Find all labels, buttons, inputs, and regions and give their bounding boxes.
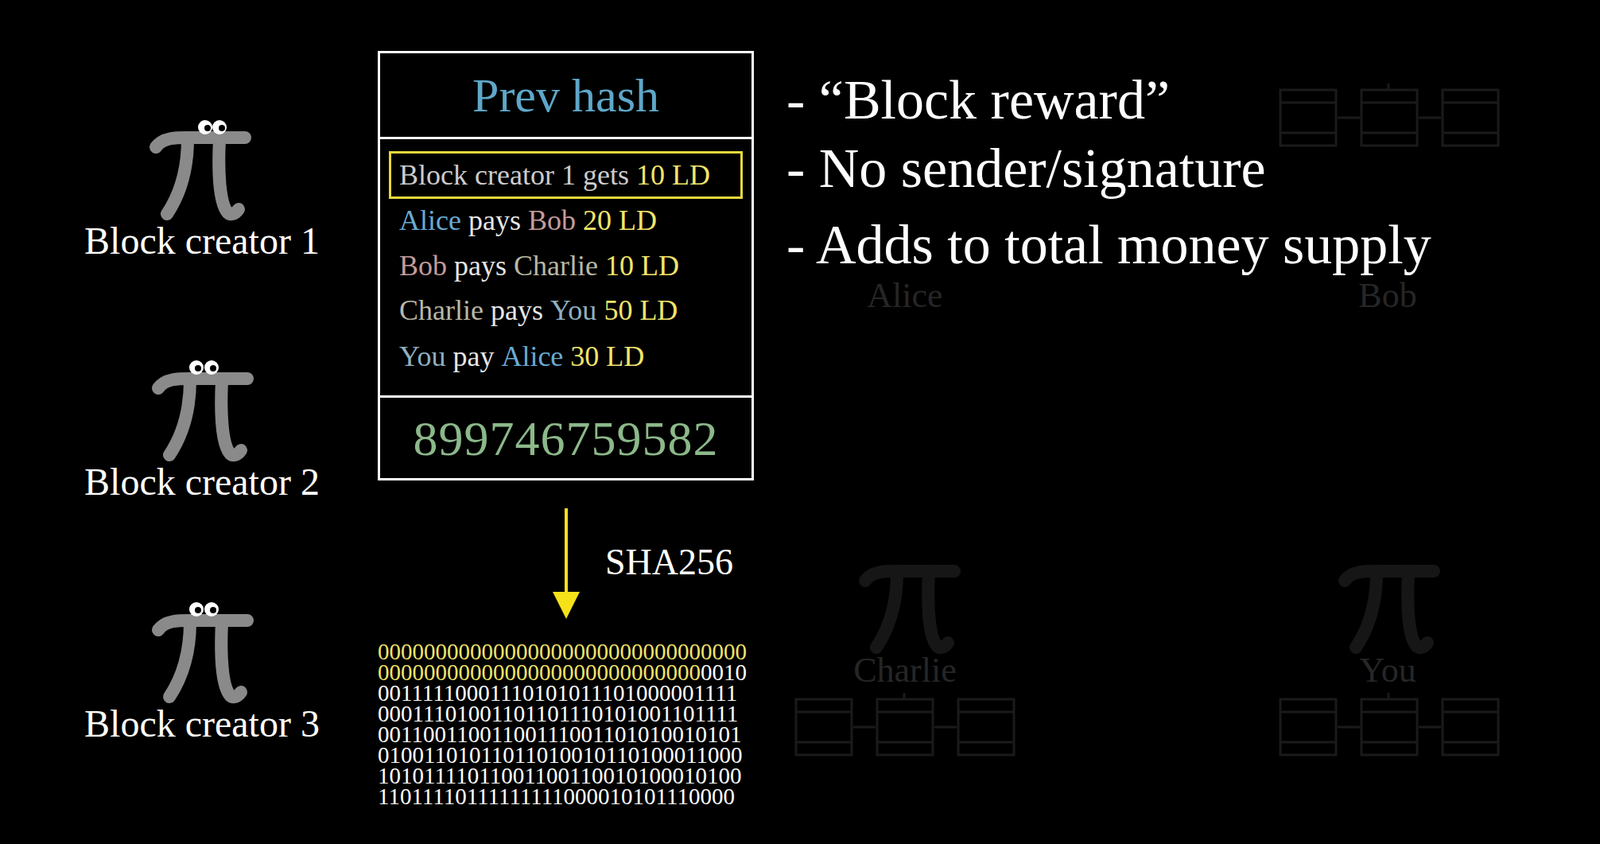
- nonce-number: 899746759582: [413, 413, 719, 463]
- hash-bits: 00000000000000000000000000000000: [377, 640, 747, 662]
- transaction-word: pay: [452, 341, 494, 371]
- transaction-word: 20 LD: [582, 205, 657, 235]
- bullet-note: - “Block reward”: [786, 72, 1170, 129]
- transaction-word: Alice: [500, 341, 564, 371]
- nonce-section: 899746759582: [377, 395, 754, 481]
- pi-creature: [155, 120, 248, 697]
- hash-bits: 00111110001110101011101000001111: [377, 682, 738, 703]
- creator-label: Block creator 2: [84, 462, 320, 501]
- transaction-word: Alice: [399, 205, 462, 235]
- transaction-row: YoupayAlice30 LD: [399, 341, 645, 371]
- transaction-word: pays: [490, 295, 544, 325]
- ghost-name: You: [1359, 652, 1416, 688]
- hash-bits: 10101111011001100110010100010100: [377, 765, 742, 786]
- creator-label: Block creator 3: [84, 704, 320, 743]
- hash-bits: 0000000000000000000000000000: [377, 661, 701, 683]
- reward-text: 10 LD: [636, 160, 711, 190]
- hash-bits: 01001101011011010010110100011000: [377, 744, 743, 766]
- transaction-word: Bob: [528, 205, 576, 235]
- transaction-word: pays: [468, 205, 521, 235]
- transaction-word: You: [550, 295, 597, 325]
- hash-arrow: [552, 508, 580, 619]
- hash-bits: 00011101001101101110101001101111: [377, 702, 738, 724]
- transaction-word: You: [399, 341, 446, 371]
- transaction-word: Charlie: [399, 295, 484, 325]
- transaction-word: Charlie: [513, 251, 599, 280]
- transaction-row: AlicepaysBob20 LD: [399, 205, 657, 235]
- block-reward-highlight: Block creator 1 gets10 LD: [388, 151, 743, 199]
- transaction-word: pays: [454, 251, 507, 280]
- reward-text: Block creator 1 gets: [399, 160, 630, 190]
- transaction-word: 10 LD: [605, 251, 680, 280]
- ghost-name: Alice: [866, 278, 943, 314]
- creator-label: Block creator 1: [84, 221, 320, 261]
- transaction-word: 30 LD: [570, 341, 645, 371]
- prev-hash-section: Prev hash: [377, 50, 754, 140]
- transactions-section: AlicepaysBob20 LDBobpaysCharlie10 LDChar…: [377, 136, 754, 398]
- section-heading: Prev hash: [472, 71, 660, 120]
- hash-bits: 11011110111111111000010101110000: [377, 785, 735, 807]
- ghost-pi-creatures: [865, 570, 1434, 648]
- hash-bits: 0010: [700, 661, 747, 683]
- hash-function-label: SHA256: [605, 543, 734, 581]
- bullet-note: - Adds to total money supply: [786, 217, 1432, 273]
- transaction-row: BobpaysCharlie10 LD: [399, 251, 680, 280]
- ghost-name: Charlie: [853, 652, 957, 688]
- hash-bits: 00110011001100111001101010010101: [377, 723, 742, 745]
- bullet-note: - No sender/signature: [786, 140, 1267, 197]
- transaction-word: 50 LD: [603, 295, 678, 325]
- transaction-row: CharliepaysYou50 LD: [399, 295, 678, 325]
- ghost-name: Bob: [1358, 278, 1417, 314]
- transaction-word: Bob: [399, 251, 447, 280]
